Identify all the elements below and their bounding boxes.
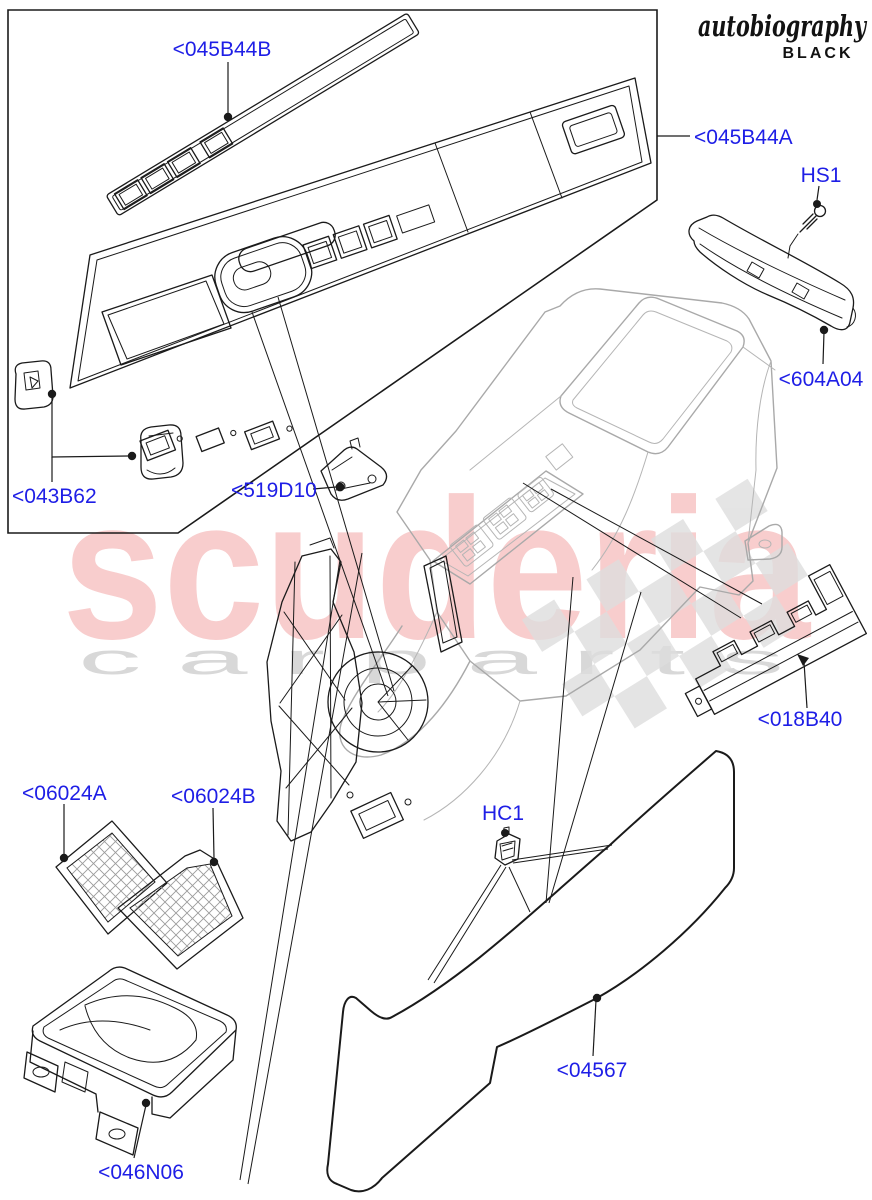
part-drawing-top-plate-assembly <box>69 77 652 462</box>
part-label-HC1[interactable]: HC1 <box>482 802 524 825</box>
leader-HS1 <box>816 185 820 201</box>
watermark: scuderia c a r p a r t s <box>62 458 812 729</box>
part-label-045B44B[interactable]: <045B44B <box>173 38 272 61</box>
part-drawing-046N06 <box>23 966 237 1156</box>
part-label-519D10[interactable]: <519D10 <box>231 479 317 502</box>
part-label-045B44A[interactable]: <045B44A <box>694 126 793 149</box>
part-drawing-04567 <box>326 750 735 1193</box>
watermark-secondary-text: c a r p a r t s <box>78 635 784 684</box>
leader-dot-604A04 <box>819 325 829 335</box>
brand-logo-script: autobiography <box>698 9 868 43</box>
screw-HS1-drawing <box>787 204 827 259</box>
leader-06024B <box>212 807 215 859</box>
part-drawing-045B44B <box>106 13 420 216</box>
part-label-06024B[interactable]: <06024B <box>171 785 256 808</box>
part-label-HS1[interactable]: HS1 <box>801 164 842 187</box>
leader-arrow-018B40 <box>797 654 809 666</box>
watermark-primary-text: scuderia <box>62 458 812 681</box>
part-drawing-604A04 <box>688 214 856 331</box>
brand-logo: autobiography BLACK <box>698 9 868 62</box>
part-label-043B62[interactable]: <043B62 <box>12 485 97 508</box>
leader-04567 <box>592 999 597 1057</box>
part-label-06024A[interactable]: <06024A <box>22 782 107 805</box>
leader-dot-045B44B <box>223 112 233 122</box>
frame-structure <box>266 537 463 842</box>
part-drawing-06024B <box>117 849 244 970</box>
leader-018B40 <box>803 661 808 709</box>
checkered-flag-motif <box>521 478 808 729</box>
leader-dot-046N06 <box>141 1098 151 1108</box>
part-labels: <045B44B <045B44A HS1 <604A04 <043B62 <5… <box>12 38 864 1184</box>
leader-dot-06024A <box>59 853 69 863</box>
leader-dot-04567 <box>592 993 602 1003</box>
console-body <box>339 288 783 821</box>
part-label-04567[interactable]: <04567 <box>557 1059 628 1082</box>
leader-604A04 <box>822 331 825 365</box>
leader-dot-06024B <box>209 857 219 867</box>
leader-dot-519D10 <box>335 482 345 492</box>
part-drawing-018B40 <box>684 564 868 718</box>
leader-dot-HC1 <box>501 829 509 837</box>
part-label-604A04[interactable]: <604A04 <box>779 368 864 391</box>
leader-043B62 <box>51 394 130 458</box>
leader-519D10 <box>312 486 337 490</box>
part-label-046N06[interactable]: <046N06 <box>98 1161 184 1184</box>
part-label-018B40[interactable]: <018B40 <box>758 708 843 731</box>
leader-dot-043B62-a <box>47 389 57 399</box>
leader-HC1-wedges <box>427 844 613 984</box>
leader-dot-043B62-b <box>127 451 137 461</box>
leader-046N06 <box>133 1104 147 1159</box>
leader-dot-HS1 <box>813 200 821 208</box>
pointer-wedges <box>239 296 763 1185</box>
clip-HC1-drawing <box>494 826 521 866</box>
brand-logo-black: BLACK <box>783 45 854 62</box>
detail-inset-box <box>7 9 658 534</box>
part-drawing-06024A <box>55 820 168 935</box>
